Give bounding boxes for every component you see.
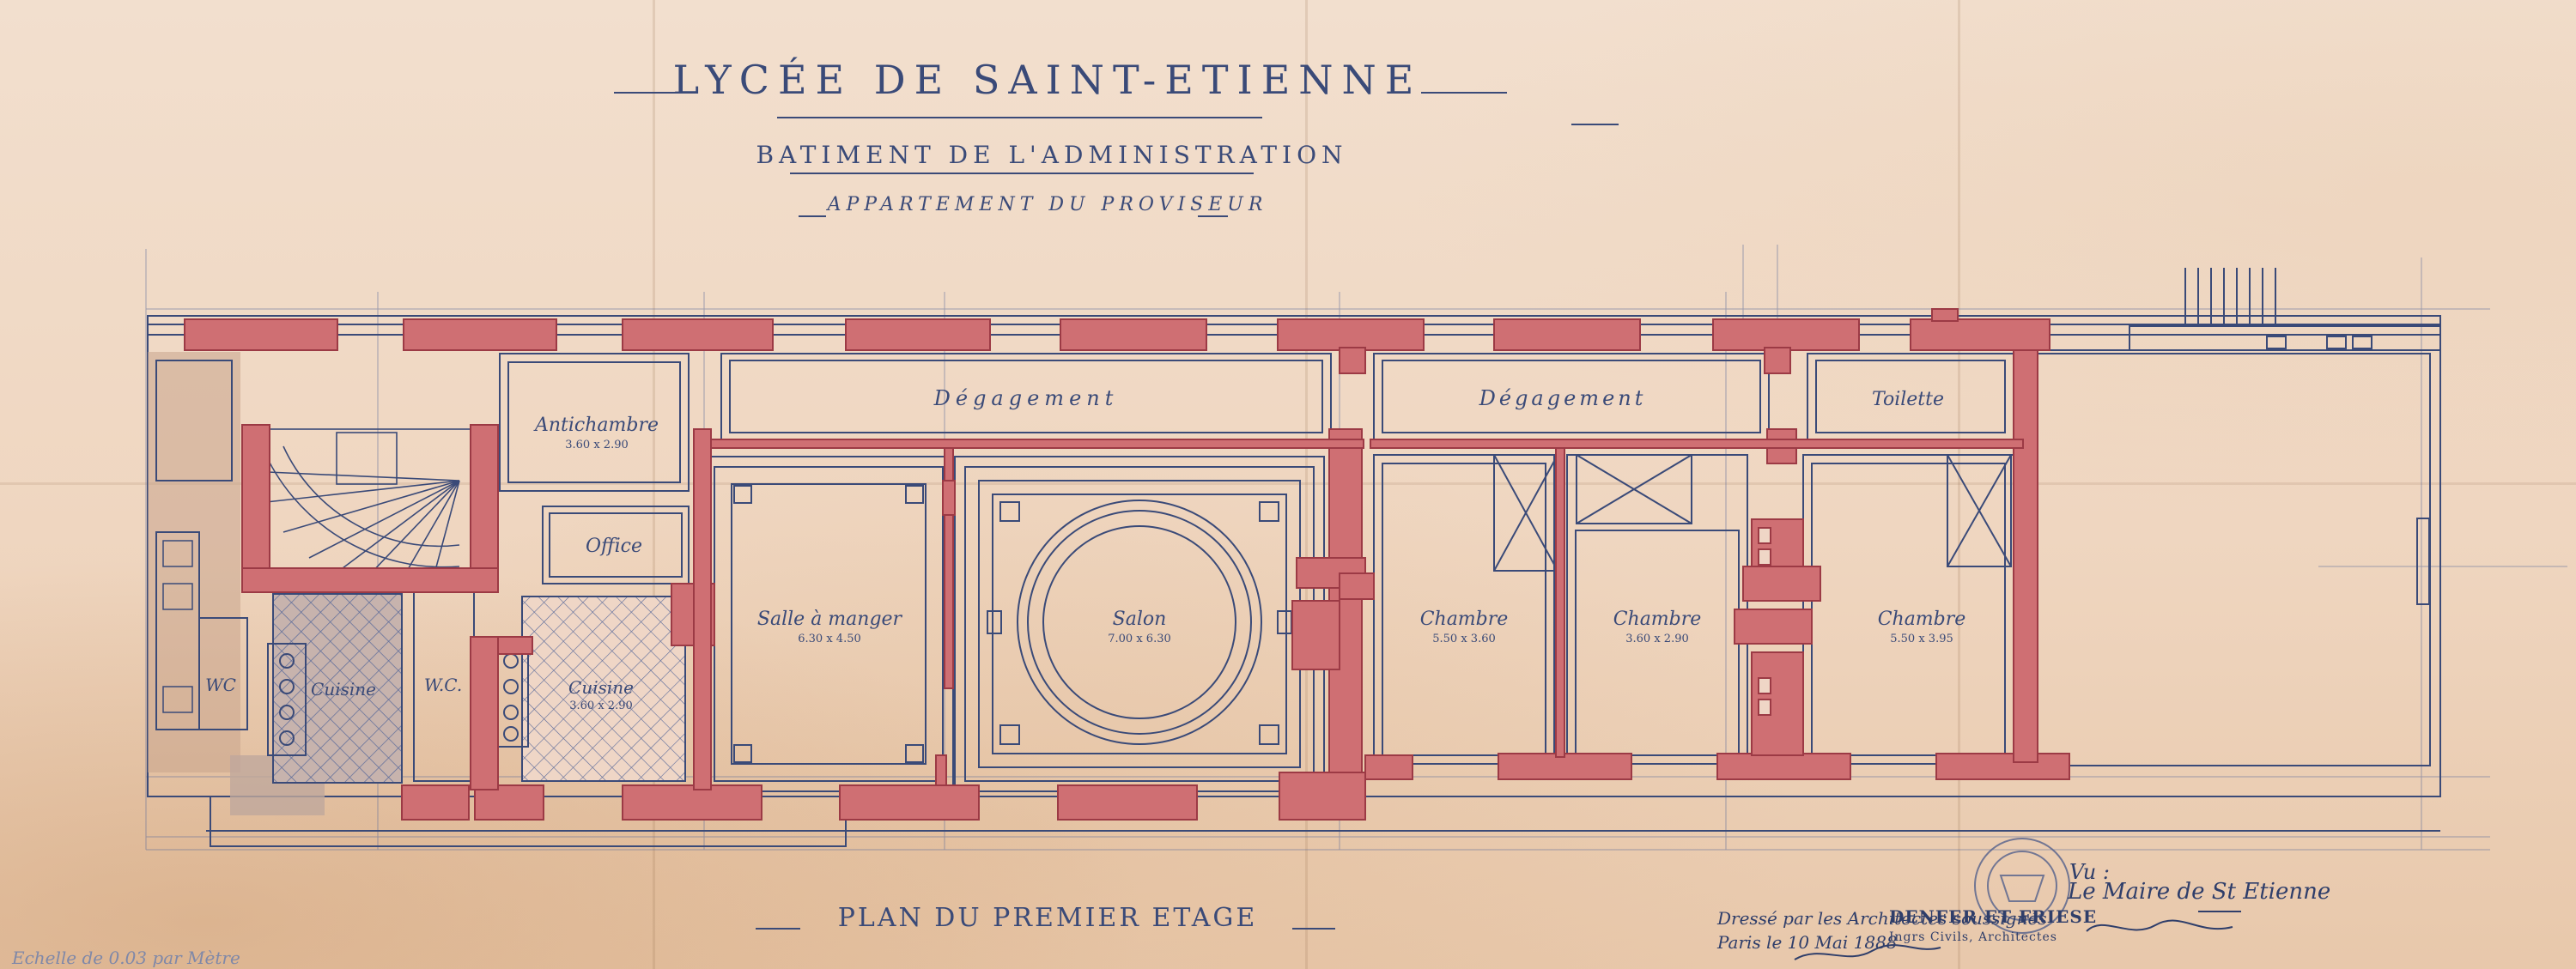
salon-rosette <box>733 485 1292 763</box>
room-label-antichambre: Antichambre <box>533 415 659 436</box>
kitchen-tile-floor <box>272 593 403 784</box>
room-dims-salle-a-manger: 6.30 x 4.50 <box>798 633 861 645</box>
drawn-by-note: Dressé par les Architectes soussignés <box>1717 908 2047 929</box>
room-label-cuisine-1: Cuisine <box>311 679 376 699</box>
paper-fold-line <box>0 482 2576 485</box>
scale-note: Echelle de 0.03 par Mètre <box>12 948 240 968</box>
architects-title: Ingrs Civils, Architectes <box>1889 930 2057 944</box>
room-dims-chambre-2: 3.60 x 2.90 <box>1625 633 1689 645</box>
architects-name: DENFER ET FRIESE <box>1889 906 2098 927</box>
room-labels: Antichambre 3.60 x 2.90 Dégagement Dégag… <box>205 386 1965 712</box>
signature-marks <box>1794 911 2241 960</box>
room-dims-antichambre: 3.60 x 2.90 <box>565 439 629 451</box>
paper-fold-line <box>653 0 655 969</box>
room-dims-cuisine-2: 3.60 x 2.90 <box>569 699 633 712</box>
room-label-office: Office <box>586 536 642 557</box>
balcony-railing <box>2184 268 2430 605</box>
room-label-cuisine-2: Cuisine <box>568 677 634 698</box>
room-label-degagement-1: Dégagement <box>933 386 1119 410</box>
room-dims-salon: 7.00 x 6.30 <box>1108 633 1171 645</box>
paper-fold-line <box>1958 0 1960 969</box>
room-label-chambre-3: Chambre <box>1878 609 1966 630</box>
plan-title: PLAN DU PREMIER ETAGE <box>837 903 1258 933</box>
mayor-note: Le Maire de St Etienne <box>2068 879 2331 905</box>
room-dims-chambre-3: 5.50 x 3.95 <box>1890 633 1953 645</box>
sheet-title: LYCÉE DE SAINT-ETIENNE <box>672 57 1423 103</box>
room-label-chambre-1: Chambre <box>1420 609 1509 630</box>
place-date-note: Paris le 10 Mai 1888 <box>1717 932 1898 953</box>
room-label-salle-a-manger: Salle à manger <box>757 609 903 630</box>
vu-note: Vu : <box>2069 860 2110 884</box>
room-label-wc-1: WC <box>205 675 236 695</box>
room-label-degagement-2: Dégagement <box>1479 386 1647 410</box>
room-label-chambre-2: Chambre <box>1613 609 1702 630</box>
kitchen-tile-floor <box>521 596 686 782</box>
room-label-wc-2: W.C. <box>424 675 462 695</box>
room-dims-chambre-1: 5.50 x 3.60 <box>1432 633 1496 645</box>
mayor-seal-stamp <box>1974 838 2070 934</box>
paper-fold-line <box>1305 0 1308 969</box>
spiral-staircase <box>246 428 490 584</box>
room-label-salon: Salon <box>1113 609 1167 630</box>
title-rules <box>614 92 1619 930</box>
masonry-walls <box>184 308 2070 821</box>
apartment-title: APPARTEMENT DU PROVISEUR <box>827 194 1268 215</box>
closet-marks <box>1493 454 2012 572</box>
building-title: BATIMENT DE L'ADMINISTRATION <box>756 141 1348 169</box>
room-label-toilette: Toilette <box>1872 389 1944 410</box>
